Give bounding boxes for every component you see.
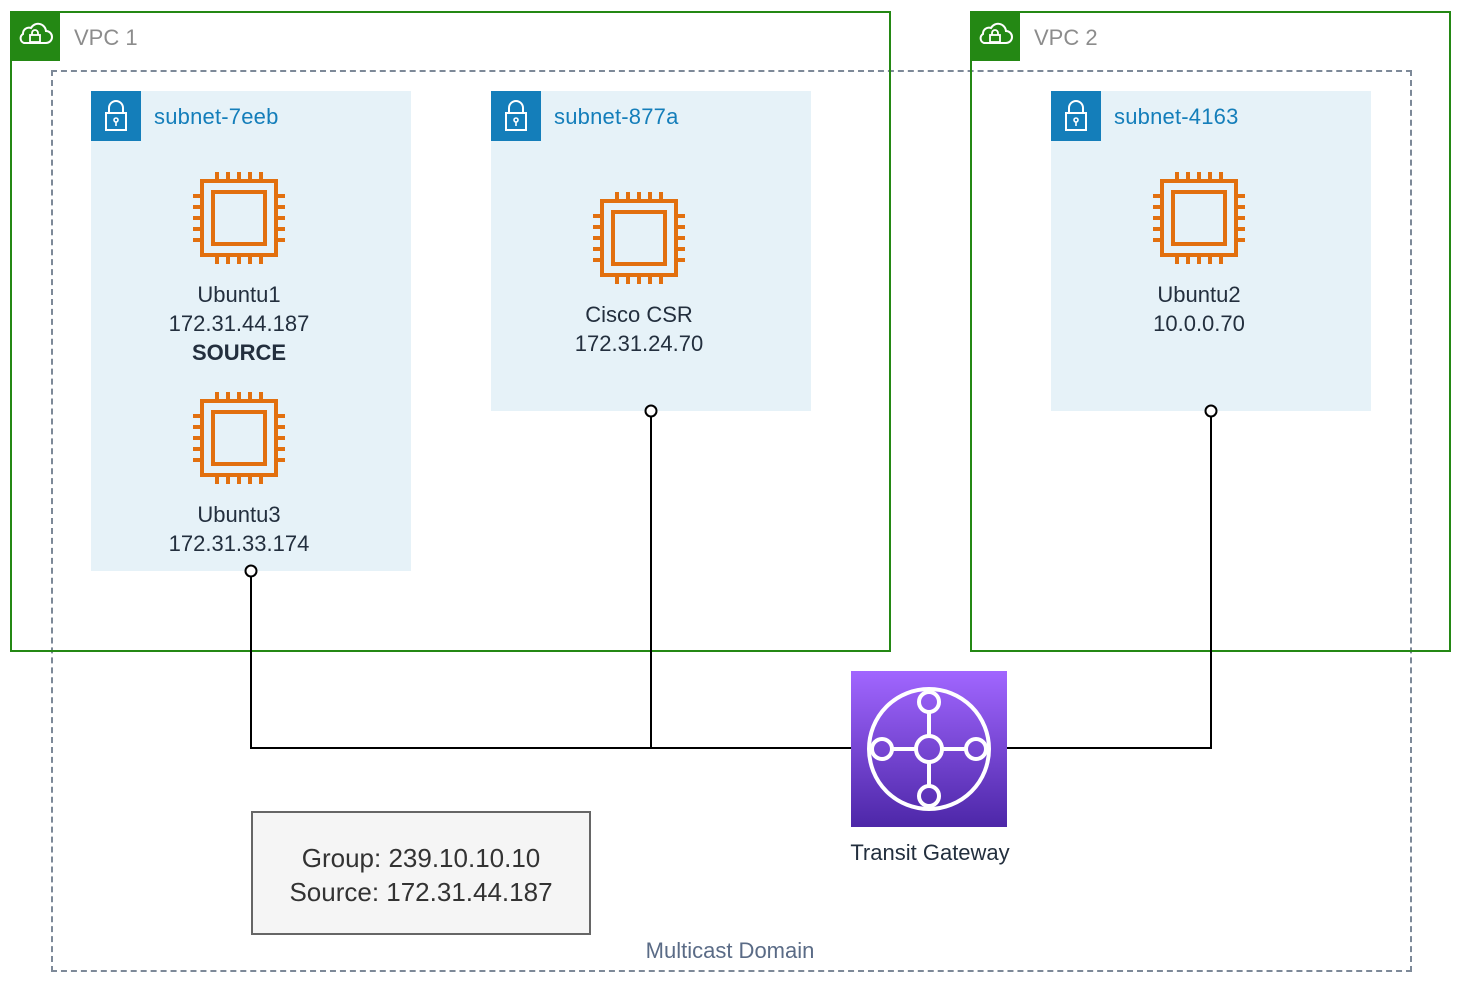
- instance-ip: 172.31.33.174: [168, 531, 310, 556]
- instance-ubuntu2: Ubuntu2 10.0.0.70: [1099, 280, 1299, 338]
- multicast-domain-label: Multicast Domain: [645, 938, 815, 963]
- ec2-instance-icon: [193, 172, 285, 264]
- padlock-icon: [1051, 91, 1101, 141]
- cloud-lock-icon: [970, 11, 1020, 61]
- group-address: Group: 239.10.10.10: [301, 843, 541, 873]
- connector-endpoint: [1204, 404, 1218, 418]
- connector-endpoint: [644, 404, 658, 418]
- padlock-icon: [91, 91, 141, 141]
- instance-ubuntu3: Ubuntu3 172.31.33.174: [139, 500, 339, 558]
- subnet-877a: subnet-877a: [491, 91, 811, 411]
- subnet-label: subnet-877a: [554, 104, 679, 129]
- ec2-instance-icon: [1153, 172, 1245, 264]
- multicast-group-info: Group: 239.10.10.10 Source: 172.31.44.18…: [251, 811, 591, 935]
- ec2-instance-icon: [593, 192, 685, 284]
- instance-ubuntu1: Ubuntu1 172.31.44.187 SOURCE: [139, 280, 339, 367]
- vpc-2-label: VPC 2: [1034, 25, 1098, 50]
- instance-cisco-csr: Cisco CSR 172.31.24.70: [539, 300, 739, 358]
- cloud-lock-icon: [10, 11, 60, 61]
- subnet-4163: subnet-4163: [1051, 91, 1371, 411]
- connector-endpoint: [244, 564, 258, 578]
- source-address: Source: 172.31.44.187: [289, 877, 553, 907]
- transit-gateway-label: Transit Gateway: [850, 840, 1010, 865]
- instance-ip: 10.0.0.70: [1153, 311, 1245, 336]
- transit-gateway-icon[interactable]: [851, 671, 1007, 827]
- instance-name: Ubuntu2: [1157, 282, 1241, 307]
- instance-ip: 172.31.24.70: [574, 331, 704, 356]
- instance-name: Ubuntu1: [197, 282, 281, 307]
- multicast-domain: [51, 70, 1412, 972]
- subnet-7eeb: subnet-7eeb: [91, 91, 411, 571]
- ec2-instance-icon: [193, 392, 285, 484]
- subnet-label: subnet-7eeb: [154, 104, 279, 129]
- vpc-1: VPC 1: [10, 11, 891, 652]
- source-badge: SOURCE: [191, 340, 287, 365]
- subnet-label: subnet-4163: [1114, 104, 1239, 129]
- instance-name: Cisco CSR: [585, 302, 693, 327]
- instance-name: Ubuntu3: [197, 502, 281, 527]
- instance-ip: 172.31.44.187: [168, 311, 310, 336]
- vpc-1-label: VPC 1: [74, 25, 138, 50]
- connector-ubuntu2: [1007, 416, 1212, 749]
- padlock-icon: [491, 91, 541, 141]
- connector-ubuntu3: [250, 577, 851, 749]
